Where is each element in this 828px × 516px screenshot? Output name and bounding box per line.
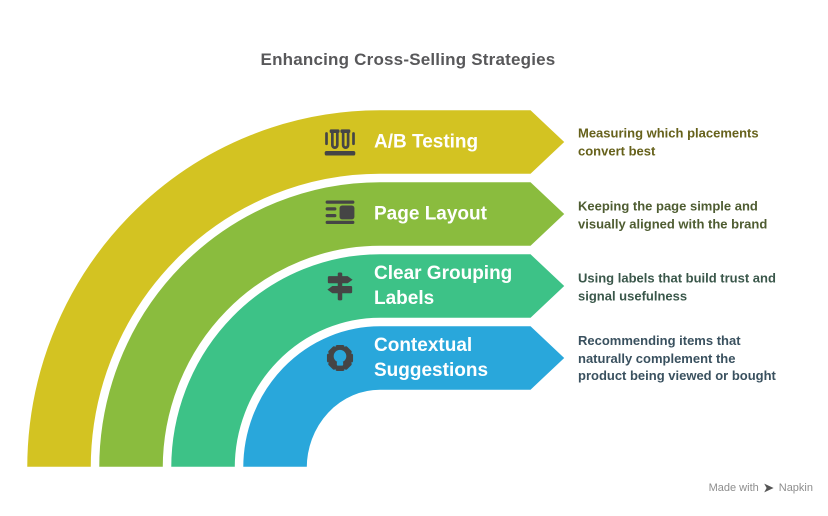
page-title: Enhancing Cross-Selling Strategies	[260, 50, 556, 69]
napkin-pen-icon	[763, 483, 774, 493]
description-clear-grouping: Using labels that build trust and signal…	[578, 270, 776, 304]
made-with-napkin[interactable]: Made with Napkin	[709, 482, 813, 494]
gear-idea-icon	[326, 344, 354, 372]
signpost-icon	[327, 272, 353, 301]
band-label-ab-testing: A/B Testing	[374, 131, 479, 153]
band-contextual	[240, 323, 568, 470]
band-label-clear-grouping: Clear Grouping Labels	[374, 263, 513, 309]
band-label-page-layout: Page Layout	[374, 203, 487, 225]
test-tubes-icon	[324, 129, 356, 156]
made-with-text: Made with	[708, 482, 759, 494]
band-page-layout	[96, 179, 568, 470]
band-label-contextual: Contextual Suggestions	[374, 335, 489, 381]
description-contextual: Recommending items that naturally comple…	[578, 332, 776, 383]
napkin-brand-text: Napkin	[778, 482, 813, 494]
band-clear-grouping	[168, 251, 568, 470]
page-layout-icon	[325, 200, 355, 224]
description-page-layout: Keeping the page simple and visually ali…	[578, 198, 768, 232]
band-ab-testing	[24, 107, 568, 470]
description-ab-testing: Measuring which placements convert best	[578, 125, 759, 159]
